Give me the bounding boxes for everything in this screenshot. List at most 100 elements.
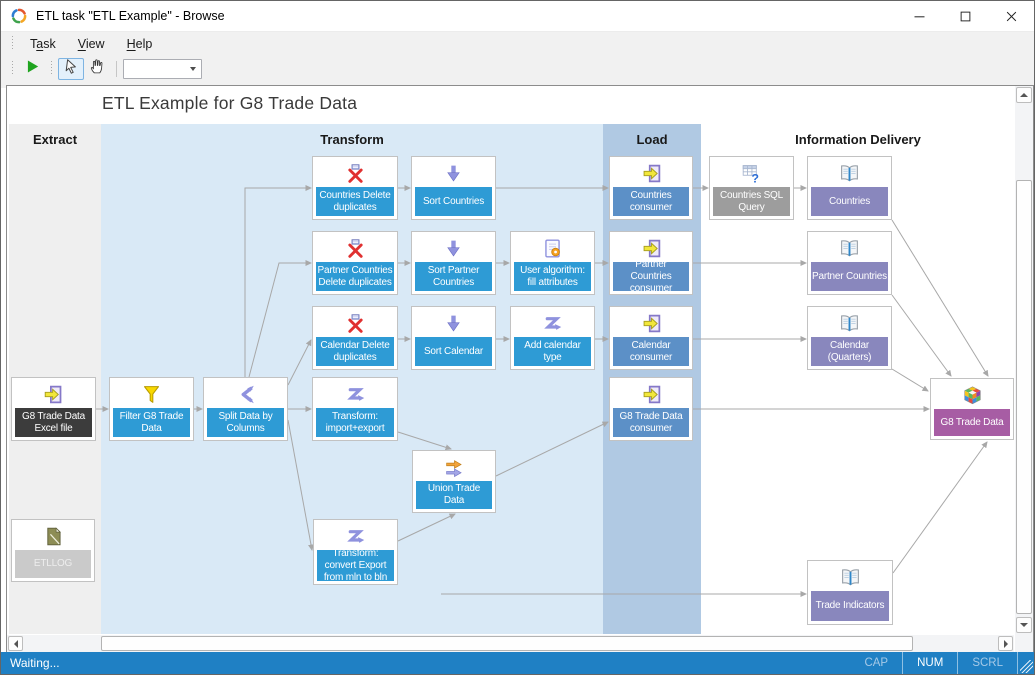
node-countries-delete-duplicates[interactable]: Countries Delete duplicates (312, 156, 398, 220)
node-label: Transform: convert Export from mln to bl… (317, 550, 394, 581)
node-countries[interactable]: Countries (807, 156, 892, 220)
arrow-down-icon (1020, 623, 1028, 627)
connector-split-data-by-columns-to-transform-convert-export (287, 419, 314, 551)
minimize-button[interactable] (896, 1, 942, 31)
chevron-down-icon[interactable] (185, 67, 201, 71)
vertical-scroll-thumb[interactable] (1016, 180, 1032, 614)
node-label: Union Trade Data (416, 481, 492, 509)
user-algorithm-icon (511, 232, 594, 259)
node-g8-trade-data-excel-file[interactable]: G8 Trade Data Excel file (11, 377, 96, 441)
close-button[interactable] (988, 1, 1034, 31)
node-calendar-consumer[interactable]: Calendar consumer (609, 306, 693, 370)
node-sort-calendar[interactable]: Sort Calendar (411, 306, 496, 370)
node-etllog[interactable]: ETLLOG (11, 519, 95, 582)
node-sort-partner-countries[interactable]: Sort Partner Countries (411, 231, 496, 295)
door-import-icon (610, 378, 692, 405)
connector-partner-countries-to-g8-trade-data-cube (891, 294, 952, 377)
node-g8-trade-data-consumer[interactable]: G8 Trade Data consumer (609, 377, 693, 441)
horizontal-scrollbar[interactable] (7, 635, 1014, 652)
status-key-separator (902, 652, 904, 674)
connector-trade-indicators-to-g8-trade-data-cube (892, 441, 988, 574)
node-countries-consumer[interactable]: Countries consumer (609, 156, 693, 220)
sql-query-icon: ? (710, 157, 793, 184)
door-import-icon (610, 157, 692, 184)
door-import-icon (610, 232, 692, 259)
menu-bar: Task View Help (1, 31, 1034, 55)
status-key-separator (957, 652, 959, 674)
node-add-calendar-type[interactable]: Add calendar type (510, 306, 595, 370)
svg-text:?: ? (752, 171, 759, 184)
open-book-icon (808, 232, 891, 259)
menu-item-view[interactable]: View (77, 36, 105, 51)
node-sort-countries[interactable]: Sort Countries (411, 156, 496, 220)
status-key-cap: CAP (864, 657, 889, 669)
node-label: G8 Trade Data consumer (613, 408, 689, 437)
log-file-icon (12, 520, 94, 547)
band-header-information-delivery: Information Delivery (795, 132, 921, 147)
node-countries-sql-query[interactable]: ?Countries SQL Query (709, 156, 794, 220)
connector-split-data-by-columns-to-partner-countries-delete-duplicates (248, 260, 312, 378)
open-book-icon (808, 157, 891, 184)
node-label: Countries consumer (613, 187, 689, 216)
pan-tool-button[interactable] (84, 58, 110, 80)
run-task-button[interactable] (19, 58, 45, 80)
scroll-down-button[interactable] (1016, 617, 1032, 633)
node-split-data-by-columns[interactable]: Split Data by Columns (203, 377, 288, 441)
node-label: User algorithm: fill attributes (514, 262, 591, 291)
toolbar-separator (116, 60, 117, 77)
node-label: Add calendar type (514, 337, 591, 366)
node-trade-indicators[interactable]: Trade Indicators (807, 560, 893, 625)
scroll-right-button[interactable] (998, 636, 1013, 651)
scroll-up-button[interactable] (1016, 87, 1032, 103)
menu-bar-items: Task View Help (19, 34, 163, 54)
node-g8-trade-data-cube[interactable]: G8 Trade Data (930, 378, 1014, 440)
connector-countries-to-g8-trade-data-cube (891, 219, 989, 377)
status-message: Waiting... (10, 656, 60, 670)
node-label: Countries Delete duplicates (316, 187, 394, 216)
connector-transform-import-export-to-union-trade-data (397, 431, 452, 451)
node-partner-countries-delete-duplicates[interactable]: Partner Countries Delete duplicates (312, 231, 398, 295)
delete-duplicates-icon (313, 307, 397, 334)
arrow-up-icon (1020, 93, 1028, 97)
menu-item-task[interactable]: Task (30, 36, 56, 51)
node-filter-g8-trade-data[interactable]: Filter G8 Trade Data (109, 377, 194, 441)
band-header-load: Load (636, 132, 668, 147)
select-tool-button[interactable] (58, 57, 84, 80)
tool-bar (1, 55, 1034, 82)
sort-down-arrow-icon (412, 232, 495, 259)
diagram-title: ETL Example for G8 Trade Data (102, 93, 358, 113)
node-transform-convert-export[interactable]: Transform: convert Export from mln to bl… (313, 519, 398, 585)
door-export-icon (12, 378, 95, 405)
node-union-trade-data[interactable]: Union Trade Data (412, 450, 496, 513)
node-label: Filter G8 Trade Data (113, 408, 190, 437)
node-transform-import-export[interactable]: Transform: import+export (312, 377, 398, 441)
zoom-combobox[interactable] (123, 58, 202, 79)
vertical-scrollbar[interactable] (1015, 86, 1033, 652)
node-label: Sort Partner Countries (415, 262, 492, 291)
node-calendar-delete-duplicates[interactable]: Calendar Delete duplicates (312, 306, 398, 370)
door-import-icon (610, 307, 692, 334)
open-book-icon (808, 307, 891, 334)
horizontal-scroll-thumb[interactable] (101, 636, 913, 651)
scroll-left-button[interactable] (8, 636, 23, 651)
menu-item-help[interactable]: Help (126, 36, 153, 51)
maximize-button[interactable] (942, 1, 988, 31)
menu-gripper (11, 36, 14, 51)
window-controls (896, 1, 1034, 31)
node-calendar-quarters[interactable]: Calendar (Quarters) (807, 306, 892, 370)
connector-split-data-by-columns-to-countries-delete-duplicates (244, 185, 312, 377)
olap-cube-icon (931, 379, 1013, 406)
connector-layer (96, 185, 989, 597)
z-arrow-icon (313, 378, 397, 405)
node-label: Partner Countries Delete duplicates (316, 262, 394, 291)
node-partner-countries-consumer[interactable]: Partner Countries consumer (609, 231, 693, 295)
sort-down-arrow-icon (412, 307, 495, 334)
node-partner-countries[interactable]: Partner Countries (807, 231, 892, 295)
node-user-algorithm-fill-attributes[interactable]: User algorithm: fill attributes (510, 231, 595, 295)
title-bar: ETL task "ETL Example" - Browse (1, 1, 1034, 31)
resize-grip-icon[interactable] (1020, 660, 1033, 673)
node-label: Calendar Delete duplicates (316, 337, 394, 366)
